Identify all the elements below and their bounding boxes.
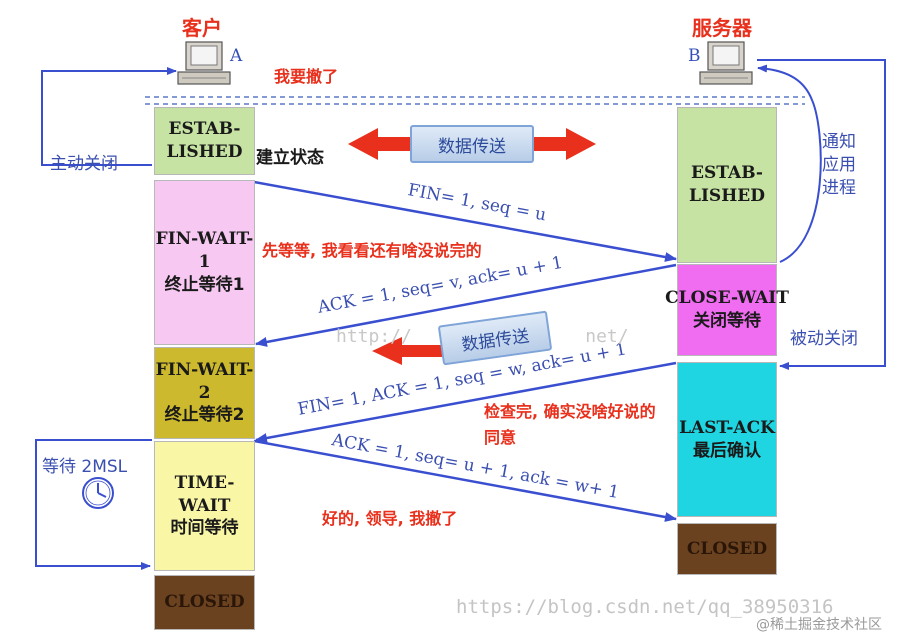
- annotation-server-checked: 检查完, 确实没啥好说的: [484, 402, 656, 421]
- ack2-arrow: [253, 439, 677, 522]
- state-line1: CLOSE-WAIT: [665, 288, 789, 309]
- notify-app-arrow: [757, 64, 822, 263]
- data-transfer-left-arrow: [372, 337, 442, 365]
- notify-line: 进程: [822, 177, 856, 198]
- client-computer-icon: [177, 41, 231, 85]
- state-line2: LISHED: [689, 186, 765, 206]
- wait-2msl-arrow: [35, 439, 152, 570]
- fin2-arrow: [255, 361, 677, 443]
- server-state-close-wait: CLOSE-WAIT 关闭等待: [665, 264, 789, 356]
- server-title: 服务器: [692, 16, 752, 40]
- client-id-label: A: [230, 46, 243, 66]
- state-line1: FIN-WAIT-1: [155, 229, 254, 273]
- state-line2: 时间等待: [170, 518, 239, 539]
- active-close-arrow: [41, 67, 177, 166]
- client-state-fin-wait-1: FIN-WAIT-1 终止等待1: [154, 180, 255, 345]
- state-line2: 关闭等待: [693, 311, 761, 331]
- state-line1: CLOSED: [686, 538, 768, 559]
- notify-line: 通知: [822, 132, 856, 152]
- ack1-arrow: [255, 263, 677, 347]
- server-state-last-ack: LAST-ACK 最后确认: [677, 362, 777, 517]
- server-state-established: ESTAB- LISHED: [677, 107, 777, 263]
- client-state-fin-wait-2: FIN-WAIT-2 终止等待2: [154, 347, 255, 439]
- annotation-server-wait: 先等等, 我看看还有啥没说完的: [262, 241, 482, 260]
- state-line1: LAST-ACK: [679, 417, 775, 438]
- state-line1: CLOSED: [164, 592, 245, 613]
- server-computer-icon: [699, 41, 753, 85]
- data-transfer-double-arrow: [348, 128, 596, 160]
- establish-state-label: 建立状态: [256, 148, 324, 168]
- passive-close-arrow: [757, 59, 886, 370]
- fin1-arrow: [253, 180, 677, 262]
- state-line2: 终止等待1: [164, 274, 245, 295]
- data-transfer-badge: 数据传送: [410, 125, 534, 163]
- active-close-label: 主动关闭: [50, 154, 118, 174]
- state-line1: FIN-WAIT-2: [155, 359, 254, 403]
- client-state-closed: CLOSED: [154, 575, 255, 630]
- notify-line: 应用: [822, 154, 856, 175]
- state-line2: 终止等待2: [164, 405, 245, 426]
- wait-2msl-label: 等待 2MSL: [42, 457, 128, 477]
- annotation-server-agree: 同意: [484, 428, 517, 447]
- server-id-label: B: [688, 46, 701, 66]
- watermark-url-mid: http:// net/: [336, 326, 629, 347]
- client-state-time-wait: TIME-WAIT 时间等待: [154, 441, 255, 571]
- state-line2: 最后确认: [693, 440, 761, 461]
- annotation-client-ok: 好的, 领导, 我撤了: [322, 509, 458, 528]
- state-line2: LISHED: [166, 142, 243, 162]
- server-state-closed: CLOSED: [677, 523, 777, 575]
- state-line1: ESTAB-: [168, 119, 241, 140]
- client-state-established: ESTAB- LISHED: [154, 107, 255, 175]
- notify-app-label: 通知 应用 进程: [822, 131, 856, 200]
- watermark-brand: @稀土掘金技术社区: [756, 617, 882, 633]
- annotation-client-leaving: 我要撤了: [274, 67, 339, 86]
- clock-icon: [82, 477, 114, 509]
- state-line1: ESTAB-: [691, 163, 763, 184]
- watermark-url-bottom: https://blog.csdn.net/qq_38950316: [456, 596, 834, 618]
- passive-close-label: 被动关闭: [790, 329, 858, 349]
- client-title: 客户: [182, 16, 222, 40]
- state-line1: TIME-WAIT: [174, 472, 235, 516]
